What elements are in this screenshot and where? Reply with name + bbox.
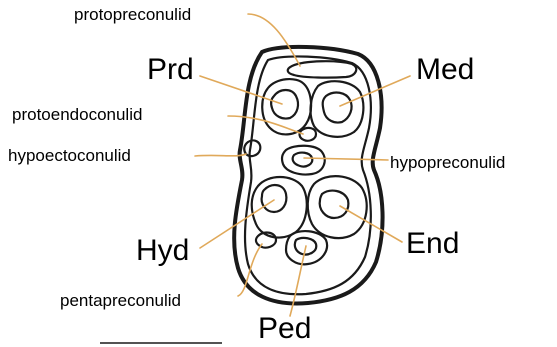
label-hypopreconulid: hypopreconulid — [390, 153, 505, 172]
label-ped: Ped — [258, 312, 311, 345]
leader-line-ped — [290, 246, 306, 316]
label-protoendoconulid: protoendoconulid — [12, 105, 142, 124]
label-protopreconulid: protopreconulid — [74, 5, 191, 24]
label-prd: Prd — [147, 53, 194, 86]
label-hypoectoconulid: hypoectoconulid — [8, 146, 131, 165]
leader-line-hypopreconulid — [304, 158, 388, 160]
hypoconid-cusp-inner — [262, 185, 287, 212]
metaconid-cusp-outer — [311, 81, 364, 137]
label-hyd: Hyd — [136, 234, 189, 267]
label-med: Med — [416, 53, 474, 86]
protoconid-cusp-inner — [271, 90, 298, 119]
leader-line-protoendoconulid — [228, 116, 303, 134]
hypopreconulid-cusp-inner — [293, 153, 313, 167]
label-pentapreconulid: pentapreconulid — [60, 291, 181, 310]
entoconid-cusp-outer — [308, 176, 367, 238]
leader-line-med — [340, 76, 410, 106]
metaconid-cusp-inner — [323, 93, 352, 123]
pentaconid-cusp-outer — [286, 231, 327, 264]
protoconid-cusp-outer — [262, 79, 311, 134]
entoconid-cusp-inner — [320, 191, 349, 218]
leader-line-prd — [200, 76, 282, 104]
hypopreconulid-cusp-outer — [282, 146, 325, 175]
label-end: End — [406, 227, 459, 260]
